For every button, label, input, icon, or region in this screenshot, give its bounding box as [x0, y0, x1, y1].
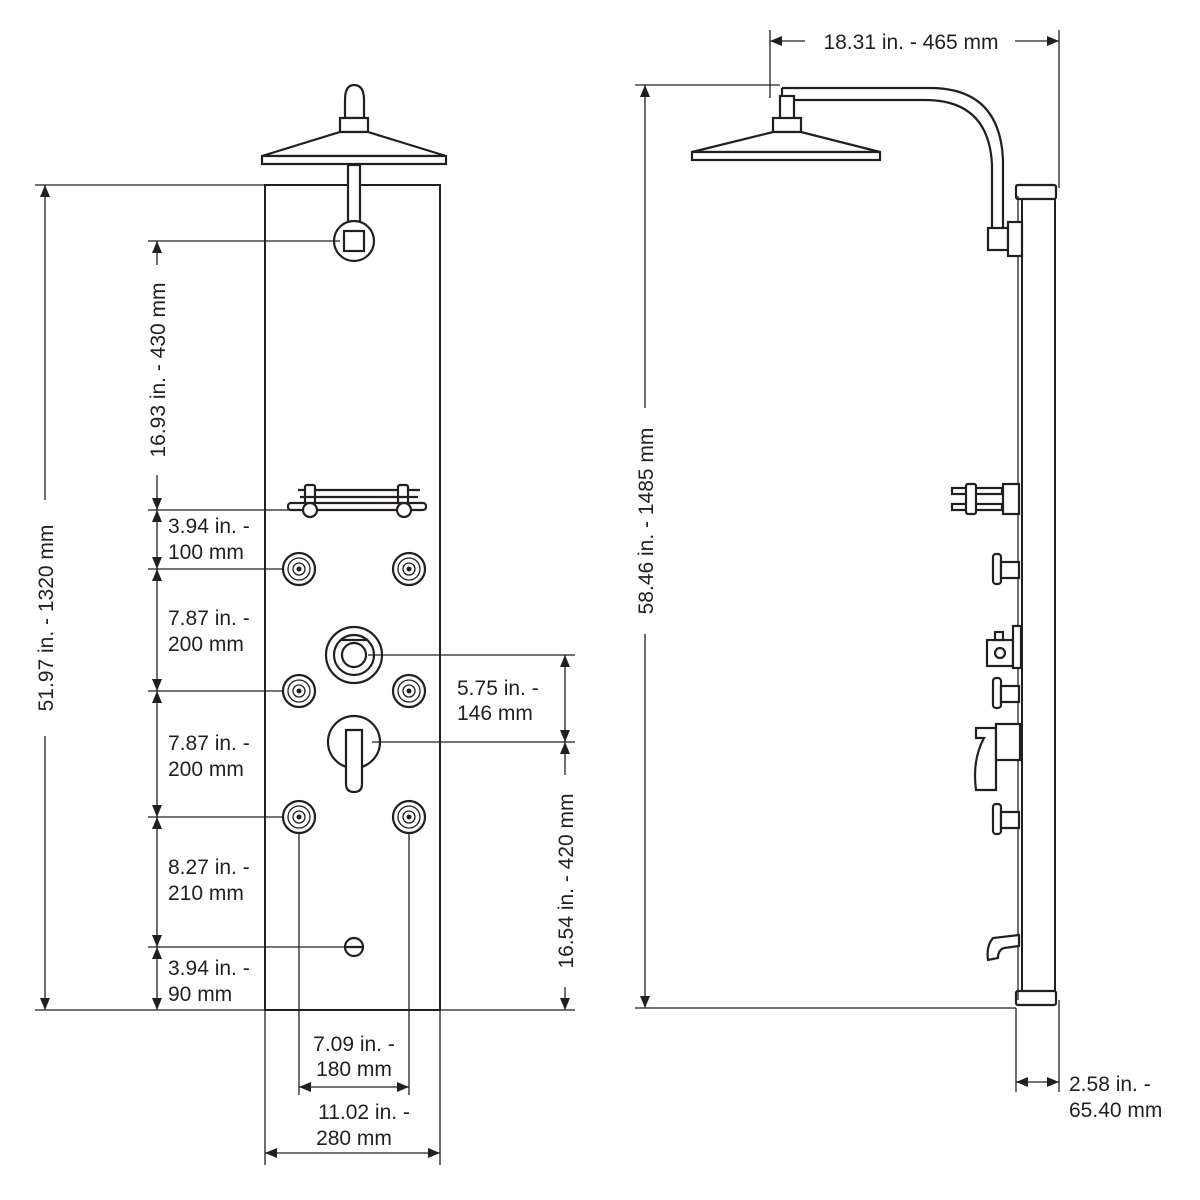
- diverter-to-valve-label-1: 5.75 in. -: [457, 677, 539, 700]
- side-label-gaps: [633, 29, 1015, 634]
- front-arrowheads: [40, 185, 570, 1158]
- upper-to-middle-jets-label-1: 7.87 in. -: [168, 607, 250, 630]
- diverter-to-valve-label-2: 146 mm: [457, 702, 533, 725]
- side-jet-upper: [991, 552, 1021, 586]
- front-total-height-label: 51.97 in. - 1320 mm: [35, 525, 58, 712]
- lower-jets-to-spout-label-2: 210 mm: [168, 882, 244, 905]
- side-total-height-label: 58.46 in. - 1485 mm: [635, 428, 658, 615]
- middle-to-lower-jets-label-1: 7.87 in. -: [168, 732, 250, 755]
- front-tub-spout: [343, 936, 365, 958]
- body-jet-lower-left: [281, 799, 317, 835]
- front-showerhead: [260, 83, 448, 229]
- panel-width-label-1: 11.02 in. -: [318, 1101, 410, 1124]
- side-shelf: [950, 482, 1021, 516]
- lower-jets-to-spout-label-1: 8.27 in. -: [168, 856, 250, 879]
- panel-depth-label-2: 65.40 mm: [1069, 1099, 1162, 1122]
- spout-to-bottom-label-1: 3.94 in. -: [168, 957, 250, 980]
- body-jet-lower-right: [391, 799, 427, 835]
- shelf-to-jets-label-2: 100 mm: [168, 541, 244, 564]
- side-mixer-handle: [973, 722, 1022, 792]
- spout-to-bottom-label-2: 90 mm: [168, 983, 232, 1006]
- front-shelf: [286, 483, 428, 519]
- jet-spacing-label-2: 180 mm: [316, 1058, 392, 1081]
- middle-to-lower-jets-label-2: 200 mm: [168, 758, 244, 781]
- diverter-knob: [324, 625, 384, 685]
- side-showerhead: [690, 94, 882, 162]
- front-extension-lines: [35, 184, 575, 1165]
- side-view: 18.31 in. - 465 mm 58.46 in. - 1485 mm 2…: [633, 29, 1162, 1122]
- side-tub-spout: [986, 933, 1021, 962]
- body-jet-upper-left: [281, 551, 317, 587]
- body-jet-middle-left: [281, 673, 317, 709]
- front-dimension-lines: [44, 185, 566, 1154]
- side-diverter: [985, 624, 1023, 670]
- side-panel: [1021, 194, 1056, 1001]
- panel-width-label-2: 280 mm: [316, 1127, 392, 1150]
- shelf-to-jets-label-1: 3.94 in. -: [168, 515, 250, 538]
- front-label-gaps: [33, 265, 577, 1078]
- mixer-valve-handle: [326, 714, 382, 794]
- valve-to-bottom-label: 16.54 in. - 420 mm: [555, 793, 578, 968]
- upper-to-middle-jets-label-2: 200 mm: [168, 633, 244, 656]
- front-panel: [264, 184, 441, 1011]
- panel-depth-label-1: 2.58 in. -: [1069, 1073, 1151, 1096]
- side-shower-arm: [780, 86, 1024, 258]
- side-jet-lower: [991, 802, 1021, 836]
- side-jet-middle: [991, 676, 1021, 710]
- side-arrowheads: [640, 36, 1059, 1087]
- jet-spacing-label-1: 7.09 in. -: [313, 1033, 395, 1056]
- arm-reach-label: 18.31 in. - 465 mm: [823, 31, 998, 54]
- front-view: 51.97 in. - 1320 mm 16.93 in. - 430 mm 1…: [33, 83, 578, 1165]
- body-jet-upper-right: [391, 551, 427, 587]
- body-jet-middle-right: [391, 673, 427, 709]
- showerhead-to-shelf-label: 16.93 in. - 430 mm: [147, 282, 170, 457]
